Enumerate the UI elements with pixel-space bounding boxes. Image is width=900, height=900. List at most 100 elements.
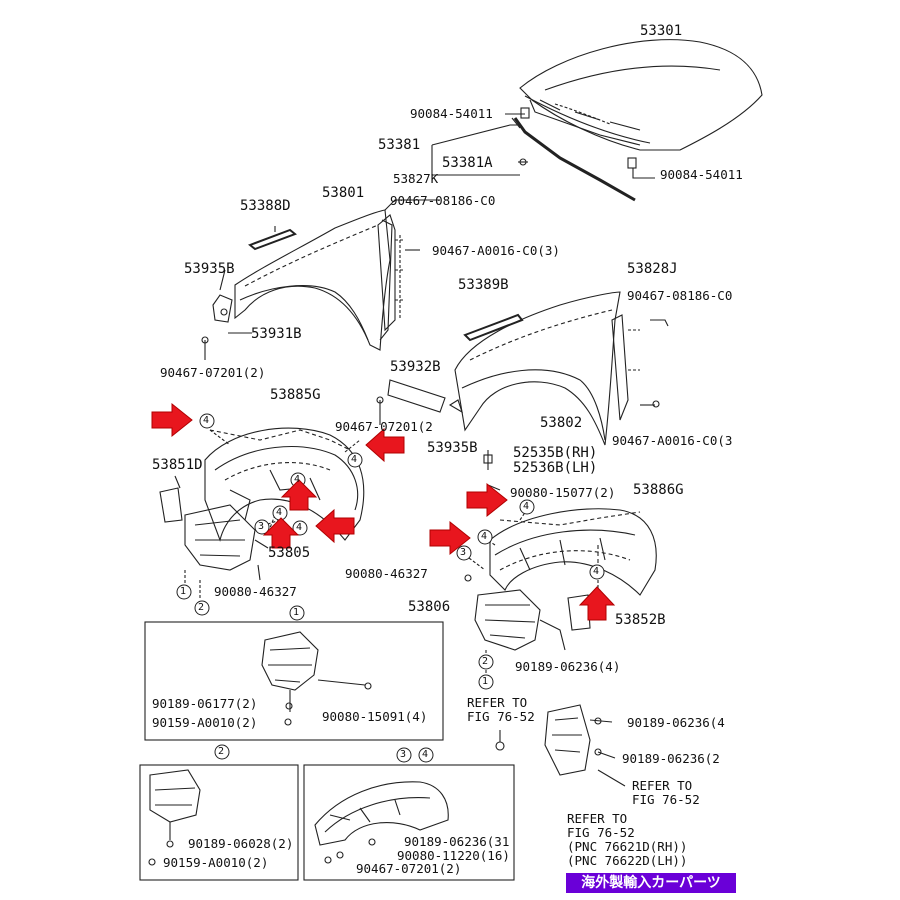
part-label: 52535B(RH) [513, 445, 598, 461]
part-label: 53805 [268, 545, 311, 561]
part-label: 90467-08186-C0 [390, 193, 496, 208]
part-label: 53886G [633, 482, 684, 498]
part-label: 90189-06236(2 [622, 751, 720, 766]
liner-left-drawing [204, 427, 365, 542]
part-label: 90189-06177(2) [152, 696, 258, 711]
callout-number: 4 [294, 474, 301, 485]
part-label: 53802 [540, 415, 583, 431]
callout-circle [292, 520, 308, 536]
part-label: 90189-06236(31 [404, 834, 510, 849]
part-label: 90467-07201(2 [335, 419, 433, 434]
red-arrow-icon [151, 402, 193, 438]
hood-drawing [519, 39, 763, 151]
part-label: 90467-A0016-C0(3) [432, 243, 560, 258]
part-label: 90084-54011 [410, 106, 493, 121]
part-label: REFER TO [467, 695, 528, 710]
callout-circle [254, 519, 270, 535]
watermark-badge: 海外製輸入カーパーツ [566, 873, 736, 893]
part-label: 53852B [615, 612, 666, 628]
mudguard-right [567, 594, 591, 631]
part-label: 53828J [627, 261, 678, 277]
callout-number: 3 [258, 521, 265, 532]
callout-circle [418, 747, 434, 763]
callout-circle [519, 499, 535, 515]
liner-right-drawing [489, 508, 657, 596]
part-label: FIG 76-52 [567, 825, 635, 840]
part-label: 53388D [240, 198, 291, 214]
callout-circle [176, 584, 192, 600]
callout-number: 4 [276, 507, 283, 518]
part-label: 52536B(LH) [513, 460, 598, 476]
part-label: 90467-07201(2) [356, 861, 462, 876]
part-label: 53301 [640, 23, 683, 39]
callout-circle [477, 529, 493, 545]
part-label: 53381 [378, 137, 421, 153]
part-label: 53851D [152, 457, 203, 473]
part-label: 53885G [270, 387, 321, 403]
inset-number: 4 [422, 749, 429, 760]
callout-circle [478, 654, 494, 670]
part-label: REFER TO [567, 811, 628, 826]
part-label: 90080-46327 [345, 566, 428, 581]
part-label: FIG 76-52 [632, 792, 700, 807]
splash-left [184, 504, 256, 571]
inset-number: 1 [293, 607, 300, 618]
part-label: 53931B [251, 326, 302, 342]
callout-number: 4 [481, 531, 488, 542]
red-arrow-icon [280, 479, 318, 511]
part-label: 90080-15091(4) [322, 709, 428, 724]
part-label: 90080-15077(2) [510, 485, 616, 500]
callout-circle [589, 564, 605, 580]
part-label: 90084-54011 [660, 167, 743, 182]
inset-box-34 [303, 764, 515, 881]
part-label: 90080-46327 [214, 584, 297, 599]
part-label: 90189-06028(2) [188, 836, 294, 851]
part-label: 53381A [442, 155, 493, 171]
part-label: 53389B [458, 277, 509, 293]
callout-number: 4 [523, 501, 530, 512]
red-arrow-icon [315, 508, 355, 544]
callout-number: 3 [460, 547, 467, 558]
red-arrow-icon [429, 520, 471, 556]
part-label: (PNC 76621D(RH)) [567, 839, 688, 854]
part-label: 90080-11220(16) [397, 848, 510, 863]
inset-box-2 [139, 764, 299, 881]
inset-number: 3 [400, 749, 407, 760]
part-label: 90189-06236(4) [515, 659, 621, 674]
callout-circle [456, 545, 472, 561]
mudguard-left [159, 487, 183, 523]
part-label: 53801 [322, 185, 365, 201]
mudguard-assembly [544, 704, 591, 776]
red-arrow-icon [365, 427, 405, 463]
callout-circle [396, 747, 412, 763]
part-label: 90467-08186-C0 [627, 288, 733, 303]
part-label: 53932B [390, 359, 441, 375]
inset-box-1 [144, 621, 444, 741]
callout-circle [289, 605, 305, 621]
callout-number: 4 [351, 454, 358, 465]
part-label: 53827K [393, 171, 439, 186]
part-label: 53935B [184, 261, 235, 277]
callout-circle [199, 413, 215, 429]
part-label: REFER TO [632, 778, 693, 793]
bracket-left [212, 294, 233, 323]
part-label: 90159-A0010(2) [163, 855, 269, 870]
callout-circle [214, 744, 230, 760]
callout-circle [194, 600, 210, 616]
part-label: (PNC 76622D(LH)) [567, 853, 688, 868]
red-arrow-icon [466, 482, 508, 518]
hood-seal-strip [513, 117, 636, 202]
callout-number: 4 [203, 415, 210, 426]
fender-right-drawing [454, 291, 621, 446]
fender-left-drawing [234, 209, 393, 351]
part-label: 90189-06236(4 [627, 715, 725, 730]
red-arrow-icon [578, 586, 616, 621]
protector-right [463, 313, 524, 342]
part-label: FIG 76-52 [467, 709, 535, 724]
callout-number: 4 [593, 566, 600, 577]
splash-right [474, 589, 541, 651]
callout-number: 1 [482, 676, 489, 687]
part-label: 90467-07201(2) [160, 365, 266, 380]
inset-number: 2 [218, 746, 225, 757]
